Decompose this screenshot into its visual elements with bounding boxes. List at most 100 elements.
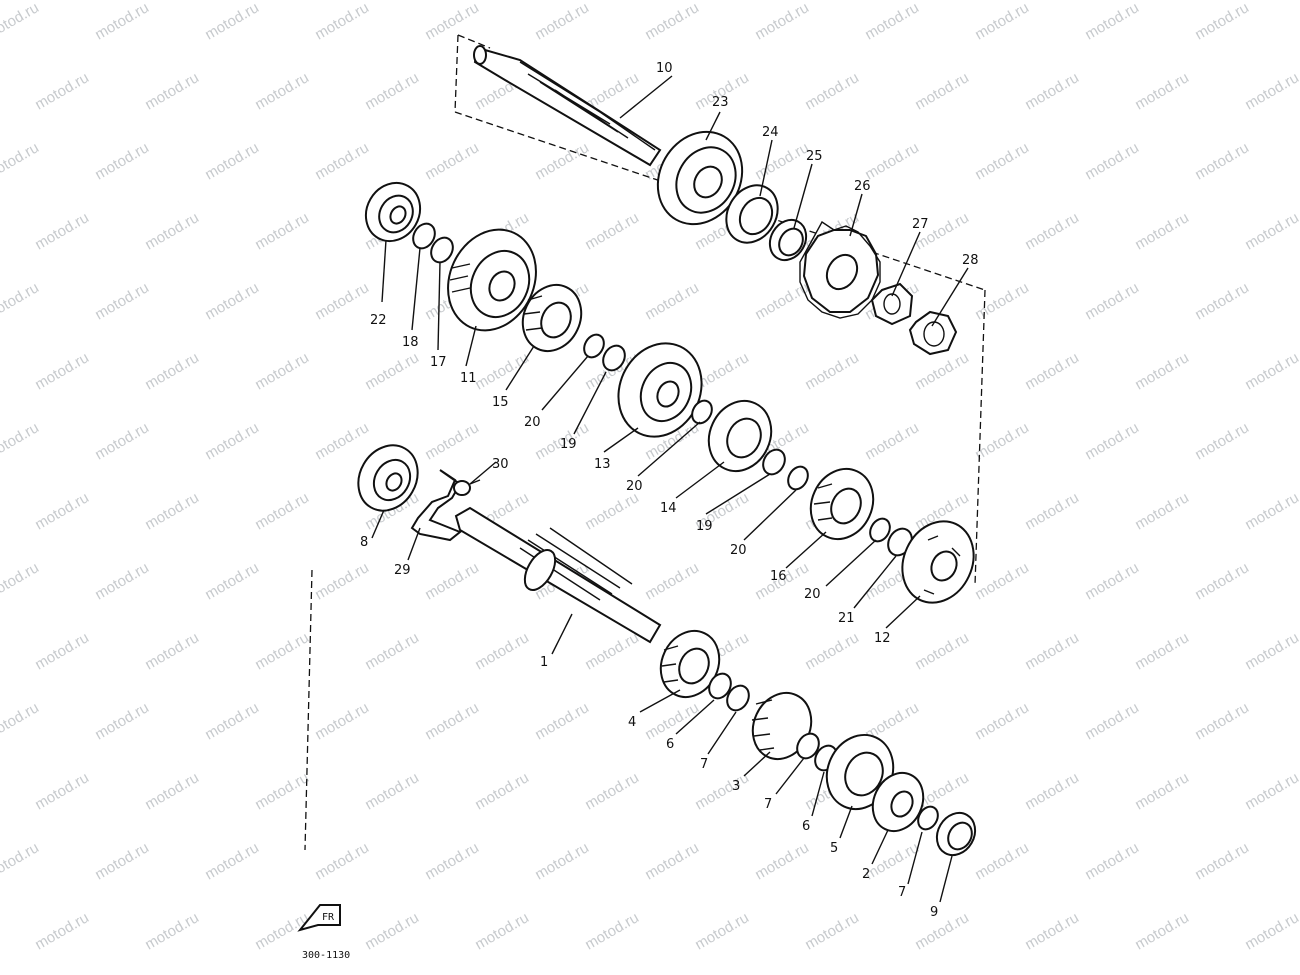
watermark-text: motod.ru (1022, 349, 1082, 393)
watermark-text: motod.ru (142, 909, 202, 953)
watermark-text: motod.ru (802, 349, 862, 393)
watermark-text: motod.ru (362, 909, 422, 953)
watermark-text: motod.ru (1192, 559, 1252, 603)
watermark-text: motod.ru (252, 909, 312, 953)
watermark-text: motod.ru (972, 0, 1032, 43)
callout-21: 21 (838, 611, 855, 626)
watermark-text: motod.ru (0, 559, 42, 603)
watermark-text: motod.ru (1242, 69, 1300, 113)
watermark-text: motod.ru (1022, 629, 1082, 673)
watermark-text: motod.ru (692, 769, 752, 813)
watermark-text: motod.ru (92, 699, 152, 743)
circlip-part-7-a (726, 684, 750, 712)
watermark-text: motod.ru (582, 629, 642, 673)
watermark-text: motod.ru (1242, 489, 1300, 533)
watermark-text: motod.ru (752, 839, 812, 883)
circlip-part-18 (412, 222, 436, 250)
watermark-text: motod.ru (202, 839, 262, 883)
washer-part-17 (430, 236, 454, 264)
watermark-text: motod.ru (972, 699, 1032, 743)
gear-part-12 (901, 520, 975, 604)
oil-seal-part-24 (725, 184, 779, 244)
watermark-text: motod.ru (362, 69, 422, 113)
watermark-text: motod.ru (862, 0, 922, 43)
bearing-stopper-part-29 (410, 469, 462, 542)
watermark-text: motod.ru (692, 909, 752, 953)
lock-washer-part-27 (870, 282, 914, 326)
callout-12: 12 (874, 631, 891, 646)
watermark-text: motod.ru (1022, 69, 1082, 113)
watermark-text: motod.ru (642, 279, 702, 323)
watermark-text: motod.ru (362, 349, 422, 393)
watermark-text: motod.ru (1022, 209, 1082, 253)
drive-axle-part-1 (454, 506, 662, 644)
watermark-text: motod.ru (1082, 699, 1142, 743)
washer-part-20-b (691, 399, 713, 425)
watermark-text: motod.ru (802, 69, 862, 113)
callout-27: 27 (912, 217, 929, 232)
callout-6-b: 6 (802, 819, 810, 834)
watermark-text: motod.ru (202, 559, 262, 603)
watermark-text: motod.ru (912, 909, 972, 953)
watermark-text: motod.ru (1132, 909, 1192, 953)
watermark-text: motod.ru (92, 419, 152, 463)
watermark-text: motod.ru (92, 839, 152, 883)
watermark-text: motod.ru (32, 349, 92, 393)
watermark-text: motod.ru (32, 909, 92, 953)
callout-7-c: 7 (898, 885, 906, 900)
watermark-text: motod.ru (972, 139, 1032, 183)
watermark-text: motod.ru (422, 699, 482, 743)
watermark-text: motod.ru (1082, 419, 1142, 463)
watermark-text: motod.ru (0, 0, 42, 43)
watermark-text: motod.ru (1082, 139, 1142, 183)
nut-part-28 (908, 310, 958, 356)
callout-16: 16 (770, 569, 787, 584)
needle-bearing-part-9 (935, 811, 977, 857)
watermark-text: motod.ru (972, 839, 1032, 883)
callout-6-a: 6 (666, 737, 674, 752)
callout-3: 3 (732, 779, 740, 794)
watermark-text: motod.ru (312, 839, 372, 883)
gear-part-4 (659, 629, 721, 699)
callout-13: 13 (594, 457, 611, 472)
watermark-text: motod.ru (252, 349, 312, 393)
watermark-text: motod.ru (582, 209, 642, 253)
washer-part-20-d (869, 517, 891, 543)
callout-17: 17 (430, 355, 447, 370)
watermark-text: motod.ru (532, 0, 592, 43)
watermark-text: motod.ru (642, 0, 702, 43)
watermark-text: motod.ru (142, 629, 202, 673)
front-direction-arrow-icon: FR (297, 904, 341, 932)
watermark-text: motod.ru (532, 839, 592, 883)
watermark-text: motod.ru (202, 279, 262, 323)
callout-24: 24 (762, 125, 779, 140)
callout-2: 2 (862, 867, 870, 882)
watermark-text: motod.ru (1132, 769, 1192, 813)
washer-part-20-c (787, 465, 809, 491)
callout-1: 1 (540, 655, 548, 670)
watermark-text: motod.ru (1022, 769, 1082, 813)
watermark-text: motod.ru (202, 419, 262, 463)
callout-20-a: 20 (524, 415, 541, 430)
watermark-text: motod.ru (252, 69, 312, 113)
watermark-text: motod.ru (422, 0, 482, 43)
watermark-text: motod.ru (1242, 769, 1300, 813)
watermark-text: motod.ru (1082, 559, 1142, 603)
watermark-text: motod.ru (802, 629, 862, 673)
watermark-text: motod.ru (1242, 349, 1300, 393)
watermark-text: motod.ru (1132, 209, 1192, 253)
watermark-text: motod.ru (1242, 909, 1300, 953)
watermark-text: motod.ru (252, 489, 312, 533)
watermark-text: motod.ru (862, 139, 922, 183)
callout-20-c: 20 (730, 543, 747, 558)
watermark-text: motod.ru (1082, 0, 1142, 43)
watermark-text: motod.ru (752, 0, 812, 43)
callout-22: 22 (370, 313, 387, 328)
watermark-text: motod.ru (472, 769, 532, 813)
circlip-part-19-b (762, 448, 786, 476)
callout-10: 10 (656, 61, 673, 76)
callout-26: 26 (854, 179, 871, 194)
watermark-text: motod.ru (32, 769, 92, 813)
watermark-text: motod.ru (1192, 699, 1252, 743)
